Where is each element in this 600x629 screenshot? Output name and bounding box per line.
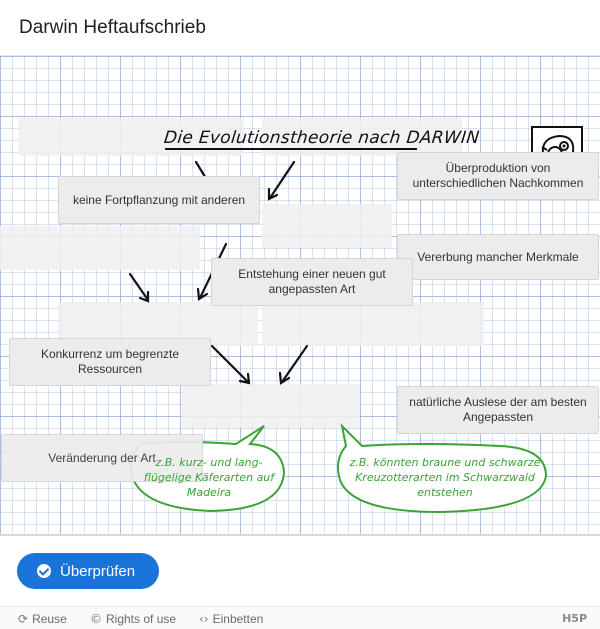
bubble-right-text: z.B. könnten braune und schwarze Kreuzot… [349,456,541,499]
dropzone[interactable] [182,384,360,428]
page-title: Darwin Heftaufschrieb [19,17,206,38]
dropzone[interactable] [262,204,392,248]
copyright-icon: © [90,612,102,626]
draggable-entstehung[interactable]: Entstehung einer neuen gut angepassten A… [211,258,413,306]
actions-bar: ⟳ Reuse © Rights of use ‹› Einbetten H5P [0,606,600,629]
board-heading: Die Evolutionstheorie nach DARWIN [162,128,481,148]
draggable-konkurrenz[interactable]: Konkurrenz um begrenzte Ressourcen [9,338,211,386]
draggable-label: Entstehung einer neuen gut angepassten A… [238,267,386,296]
draggable-ueberproduktion[interactable]: Überproduktion von unterschiedlichen Nac… [397,152,599,200]
header: Darwin Heftaufschrieb [0,0,600,56]
bubble-left-text: z.B. kurz- und lang-flügelige Käferarten… [143,456,275,499]
check-button[interactable]: Überprüfen [17,553,159,589]
draggable-veraenderung[interactable]: Veränderung der Art [1,434,203,482]
rights-of-use-button[interactable]: © Rights of use [90,612,176,626]
draggable-label: keine Fortpflanzung mit anderen [72,192,246,207]
rights-of-use-label: Rights of use [106,612,177,626]
drag-drop-board: Die Evolutionstheorie nach DARWIN keine … [0,56,600,536]
check-circle-icon [37,564,51,578]
draggable-label: Vererbung mancher Merkmale [417,249,579,264]
draggable-label: Überproduktion von unterschiedlichen Nac… [412,161,584,190]
code-icon: ‹› [199,612,209,626]
embed-button[interactable]: ‹› Einbetten [199,612,263,626]
heading-underline [165,148,417,150]
embed-label: Einbetten [212,612,264,626]
dropzone[interactable] [0,226,200,270]
reuse-label: Reuse [32,612,67,626]
check-button-label: Überprüfen [60,562,136,580]
draggable-fortpflanzung[interactable]: keine Fortpflanzung mit anderen [58,176,260,224]
draggable-label: Veränderung der Art [48,450,156,465]
draggable-vererbung[interactable]: Vererbung mancher Merkmale [397,234,599,280]
reuse-button[interactable]: ⟳ Reuse [18,612,67,626]
dropzone[interactable] [262,302,484,346]
refresh-icon: ⟳ [18,612,29,626]
bubble-right-outline [337,422,548,514]
h5p-logo[interactable]: H5P [562,612,587,625]
draggable-label: Konkurrenz um begrenzte Ressourcen [40,347,180,376]
draggable-label: natürliche Auslese der am besten Angepas… [409,395,587,424]
draggable-auslese[interactable]: natürliche Auslese der am besten Angepas… [397,386,599,434]
